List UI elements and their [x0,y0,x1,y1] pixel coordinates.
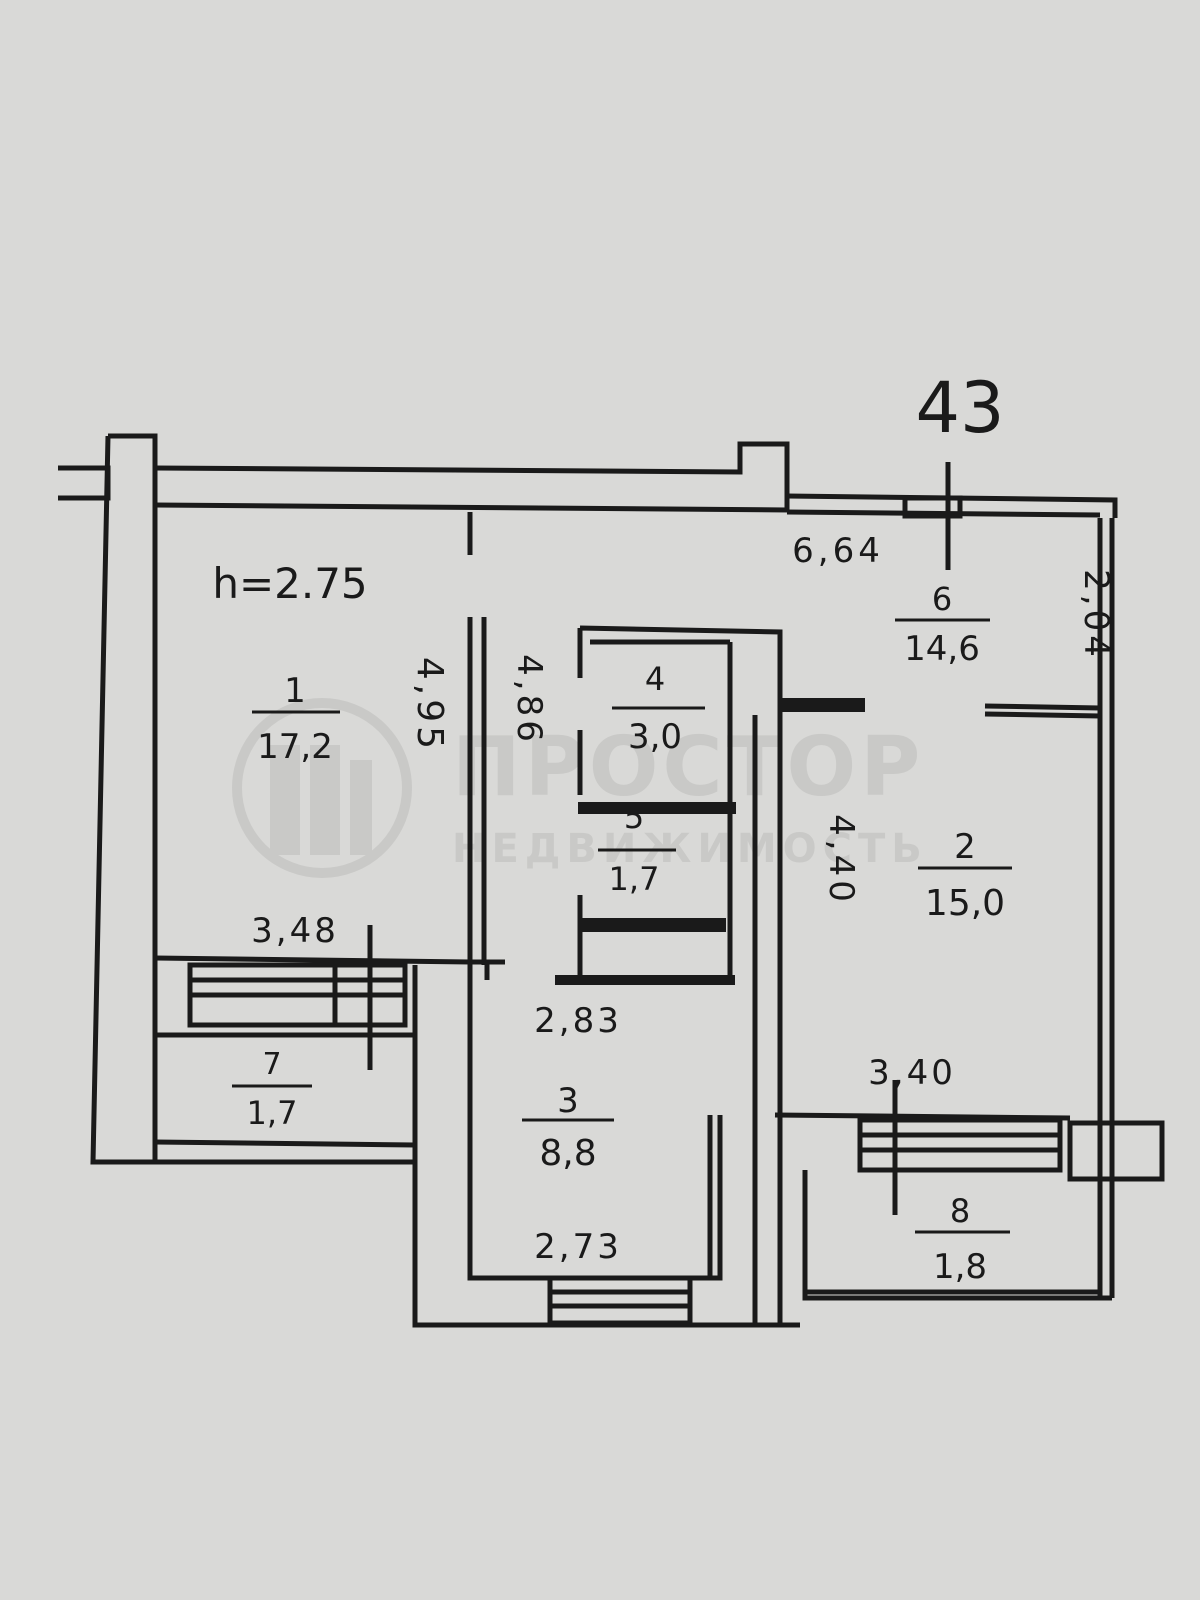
dimensions: 6,64 2,04 4,95 4,86 3,48 2,83 4,40 3,40 … [251,531,1116,1267]
room-1-number: 1 [284,671,306,711]
dimension-4-95: 4,95 [409,657,450,753]
room-5-area: 1,7 [609,860,660,898]
room-5-number: 5 [624,798,644,836]
room-1-area: 17,2 [257,727,333,767]
dimension-4-40: 4,40 [821,814,861,906]
building-logo-icon [232,698,412,878]
room-2-number: 2 [954,827,976,867]
room-2-area: 15,0 [925,883,1005,924]
dimension-2-73: 2,73 [534,1227,622,1267]
room-6-number: 6 [932,580,952,618]
dimension-3-48: 3,48 [251,911,339,951]
room-7-number: 7 [262,1047,281,1082]
walls [58,433,1165,1328]
room-6-area: 14,6 [904,629,980,669]
dimension-3-40: 3,40 [868,1053,956,1093]
plan-number: 43 [915,367,1004,449]
room-4-number: 4 [645,660,665,698]
dimension-4-86: 4,86 [509,654,549,746]
room-8-area: 1,8 [933,1247,987,1287]
room-3-number: 3 [557,1081,579,1121]
room-labels: 1 17,2 4 3,0 5 1,7 6 14,6 2 15,0 7 1,7 3… [232,580,1012,1287]
watermark-tagline: НЕДВИЖИМОСТЬ [452,826,928,872]
dimension-2-83: 2,83 [534,1001,622,1041]
watermark-brand: ПРОСТОР [452,720,924,815]
room-7-area: 1,7 [247,1094,298,1132]
dimension-2-04: 2,04 [1076,569,1116,661]
watermark: ПРОСТОР НЕДВИЖИМОСТЬ [232,698,928,878]
ceiling-height: h=2.75 [212,559,367,608]
room-8-number: 8 [950,1192,970,1230]
room-4-area: 3,0 [628,717,682,757]
room-3-area: 8,8 [539,1133,596,1174]
dimension-6-64: 6,64 [792,531,884,571]
